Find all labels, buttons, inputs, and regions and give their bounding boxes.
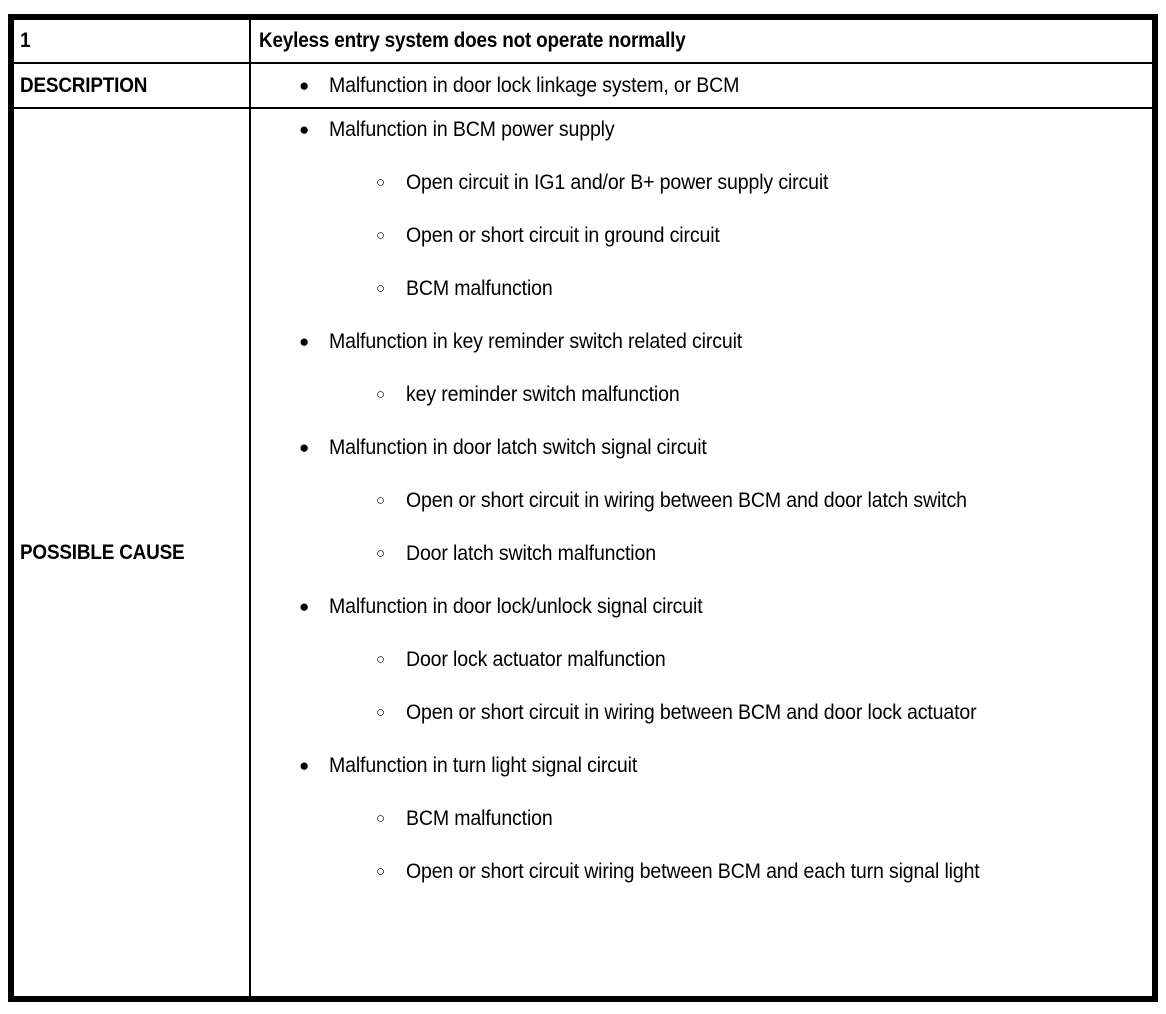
- bullet-item-text: Open or short circuit wiring between BCM…: [406, 860, 980, 883]
- filled-bullet-icon: ●: [299, 756, 310, 775]
- bullet-item-level1: ● Malfunction in door latch switch signal…: [259, 433, 1144, 463]
- bullet-item-level1: ● Malfunction in key reminder switch rela…: [259, 327, 1144, 357]
- bullet-item-level1: ● Malfunction in door lock linkage system…: [259, 71, 1144, 101]
- item-number-text: 1: [20, 29, 31, 52]
- description-bullet-list: ● Malfunction in door lock linkage system…: [259, 71, 1144, 101]
- bullet-item-text: Malfunction in door latch switch signal …: [329, 436, 707, 459]
- filled-bullet-icon: ●: [299, 75, 310, 95]
- bullet-item-text: Malfunction in turn light signal circuit: [329, 754, 638, 777]
- description-label-text: DESCRIPTION: [20, 73, 148, 97]
- bullet-item-text: BCM malfunction: [406, 277, 553, 300]
- diagnostic-trouble-code-table: 1 Keyless entry system does not operate …: [8, 14, 1158, 1002]
- bullet-item-level2: ○ Open or short circuit in wiring between…: [259, 486, 1144, 516]
- bullet-item-text: BCM malfunction: [406, 807, 553, 830]
- bullet-item-text: Malfunction in door lock/unlock signal c…: [329, 595, 703, 618]
- cell-possible-cause-body: ● Malfunction in BCM power supply ○ Open ci…: [251, 109, 1152, 996]
- hollow-bullet-icon: ○: [376, 492, 386, 509]
- bullet-item-level2: ○ BCM malfunction: [259, 274, 1144, 304]
- table-row-possible-cause: POSSIBLE CAUSE ● Malfunction in BCM power…: [14, 109, 1152, 996]
- hollow-bullet-icon: ○: [376, 545, 386, 562]
- bullet-item-text: Open or short circuit in wiring between …: [406, 489, 967, 512]
- table-row-description: DESCRIPTION ● Malfunction in door lock li…: [14, 64, 1152, 109]
- bullet-item-level2: ○ key reminder switch malfunction: [259, 380, 1144, 410]
- bullet-item-text: Open or short circuit in ground circuit: [406, 224, 720, 247]
- bullet-item-level1: ● Malfunction in door lock/unlock signal …: [259, 592, 1144, 622]
- bullet-item-text: Malfunction in key reminder switch relat…: [329, 330, 743, 353]
- hollow-bullet-icon: ○: [376, 280, 386, 297]
- cell-item-number: 1: [14, 20, 251, 62]
- bullet-item-level2: ○ Door latch switch malfunction: [259, 539, 1144, 569]
- hollow-bullet-icon: ○: [376, 704, 386, 721]
- hollow-bullet-icon: ○: [376, 651, 386, 668]
- bullet-item-text: key reminder switch malfunction: [406, 383, 680, 406]
- filled-bullet-icon: ●: [299, 120, 310, 139]
- cell-description-label: DESCRIPTION: [14, 64, 251, 107]
- bullet-item-level2: ○ Open or short circuit wiring between BC…: [259, 857, 1144, 887]
- bullet-item-text: Door latch switch malfunction: [406, 542, 656, 565]
- bullet-item-level2: ○ Open or short circuit in ground circuit: [259, 221, 1144, 251]
- bullet-item-level1: ● Malfunction in turn light signal circui…: [259, 751, 1144, 781]
- possible-cause-label-text: POSSIBLE CAUSE: [20, 540, 185, 564]
- possible-cause-bullet-list: ● Malfunction in BCM power supply ○ Open ci…: [259, 115, 1144, 887]
- hollow-bullet-icon: ○: [376, 386, 386, 403]
- bullet-item-text: Malfunction in door lock linkage system,…: [329, 73, 740, 97]
- bullet-item-level2: ○ Open or short circuit in wiring between…: [259, 698, 1144, 728]
- cell-description-body: ● Malfunction in door lock linkage system…: [251, 64, 1152, 107]
- cell-possible-cause-label: POSSIBLE CAUSE: [14, 109, 251, 996]
- bullet-item-text: Open or short circuit in wiring between …: [406, 701, 977, 724]
- hollow-bullet-icon: ○: [376, 863, 386, 880]
- bullet-item-level2: ○ Door lock actuator malfunction: [259, 645, 1144, 675]
- filled-bullet-icon: ●: [299, 438, 310, 457]
- bullet-item-text: Open circuit in IG1 and/or B+ power supp…: [406, 171, 829, 194]
- filled-bullet-icon: ●: [299, 332, 310, 351]
- table-row-title: 1 Keyless entry system does not operate …: [14, 20, 1152, 64]
- filled-bullet-icon: ●: [299, 597, 310, 616]
- bullet-item-level2: ○ BCM malfunction: [259, 804, 1144, 834]
- title-heading-text: Keyless entry system does not operate no…: [259, 29, 686, 52]
- hollow-bullet-icon: ○: [376, 227, 386, 244]
- hollow-bullet-icon: ○: [376, 810, 386, 827]
- hollow-bullet-icon: ○: [376, 174, 386, 191]
- bullet-item-level1: ● Malfunction in BCM power supply: [259, 115, 1144, 145]
- cell-title-heading: Keyless entry system does not operate no…: [251, 20, 1152, 62]
- bullet-item-level2: ○ Open circuit in IG1 and/or B+ power sup…: [259, 168, 1144, 198]
- bullet-item-text: Malfunction in BCM power supply: [329, 118, 615, 141]
- bullet-item-text: Door lock actuator malfunction: [406, 648, 666, 671]
